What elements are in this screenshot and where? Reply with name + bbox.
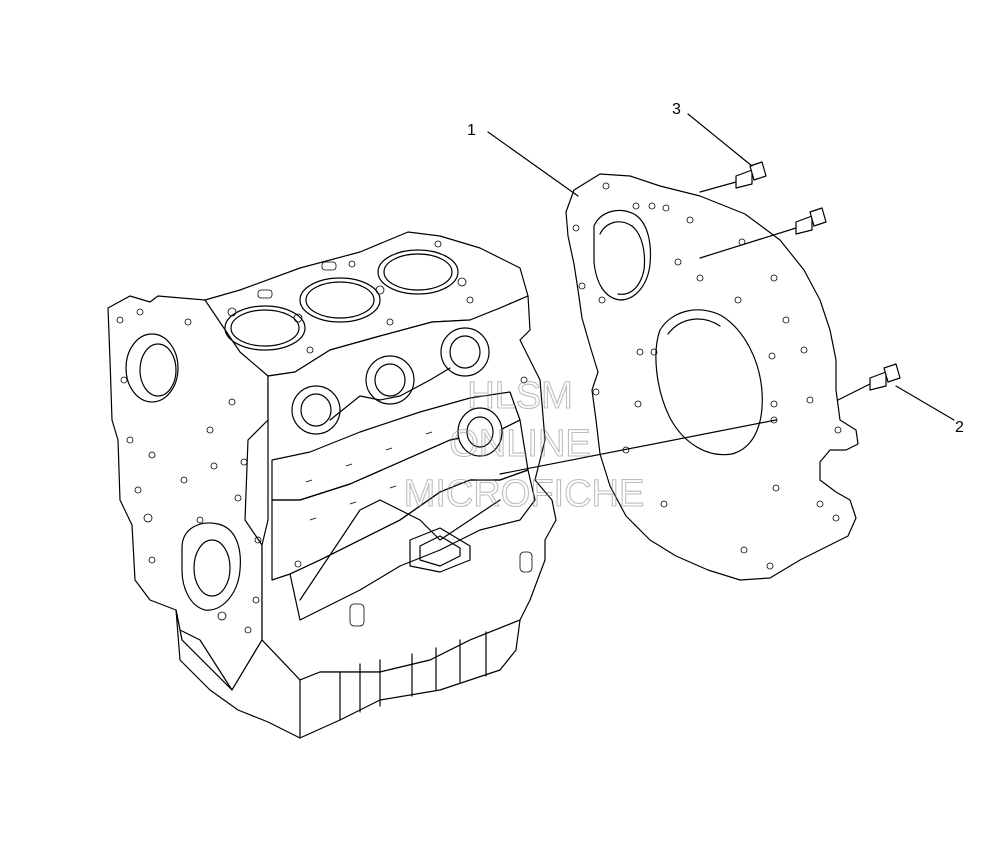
callout-1-label: 1: [467, 122, 476, 139]
bolt-upper: [699, 161, 767, 193]
callout-2: 2: [895, 385, 964, 436]
watermark: HLSM ONLINE MICROFICHE: [403, 374, 645, 515]
watermark-line-2: ONLINE: [449, 423, 590, 465]
plate-holes: [572, 182, 842, 570]
side-bosses: [291, 327, 503, 457]
callout-1: 1: [467, 122, 579, 197]
callout-3-label: 3: [672, 101, 681, 118]
adapter-plate: [565, 173, 859, 581]
callout-3: 3: [672, 101, 753, 167]
bolt-lower: [837, 363, 901, 401]
bolt-middle: [699, 207, 827, 259]
rear-face-holes: [116, 308, 262, 634]
engine-block: [107, 231, 557, 739]
watermark-line-3: MICROFICHE: [404, 473, 645, 515]
alignment-line: [499, 419, 777, 475]
callout-2-label: 2: [955, 419, 964, 436]
watermark-line-1: HLSM: [467, 375, 573, 417]
